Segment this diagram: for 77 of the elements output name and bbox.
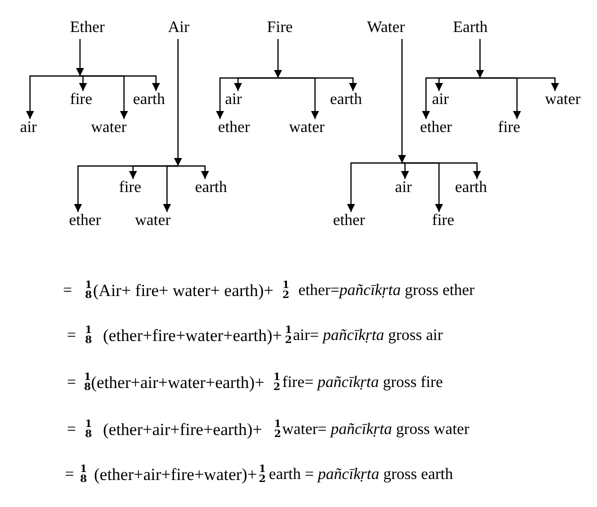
fraction-numerator: 1 — [85, 281, 92, 291]
equation-text: water= pañcīkṛta gross water — [282, 421, 470, 439]
branch-arrow — [163, 165, 178, 212]
fraction-denominator: 8 — [84, 383, 91, 393]
fraction-denominator: 2 — [258, 475, 266, 485]
branch-arrow — [79, 75, 87, 91]
root-element-label: Earth — [453, 19, 488, 37]
branch-arrow — [480, 77, 559, 91]
branch-element-label: fire — [70, 91, 92, 109]
fraction-denominator: 2 — [274, 430, 282, 440]
branch-arrow — [435, 77, 480, 91]
equation-text: fire= pañcīkṛta gross fire — [282, 374, 443, 392]
branch-arrow — [26, 75, 80, 119]
branch-element-label: earth — [330, 91, 362, 109]
branch-arrow — [401, 162, 409, 179]
branch-element-label: air — [20, 119, 37, 137]
fraction-denominator: 2 — [273, 383, 280, 393]
branch-arrow — [178, 165, 209, 179]
branch-element-label: ether — [69, 212, 101, 230]
trunk-arrow — [174, 39, 182, 166]
fraction-denominator: 8 — [85, 430, 92, 440]
branch-element-label: ether — [218, 119, 250, 137]
fraction-numerator: 1 — [84, 373, 91, 383]
trunk-arrow — [274, 39, 282, 78]
fraction-denominator: 2 — [284, 336, 292, 346]
equation-text: (ether+air+fire+earth)+ — [103, 421, 262, 439]
root-element-label: Air — [168, 19, 190, 37]
fraction-numerator: 1 — [85, 326, 92, 336]
branch-arrow — [234, 77, 278, 91]
branch-element-label: ether — [420, 119, 452, 137]
root-element-label: Ether — [70, 19, 105, 37]
fraction-numerator: 1 — [273, 373, 280, 383]
fraction-numerator: 1 — [284, 326, 292, 336]
branch-element-label: air — [395, 179, 412, 197]
branch-element-label: earth — [195, 179, 227, 197]
fraction-numerator: 1 — [282, 281, 290, 291]
branch-element-label: fire — [432, 212, 454, 230]
equation-text: (ether+air+fire+water)+ — [94, 466, 257, 484]
fraction-denominator: 8 — [85, 336, 92, 346]
branch-arrow — [278, 77, 357, 91]
equation-text: (ether+fire+water+earth)+ — [103, 327, 282, 345]
branch-element-label: water — [289, 119, 325, 137]
fraction-numerator: 1 — [80, 465, 87, 475]
equals-sign: = — [63, 282, 72, 300]
equation-text: ether=pañcīkṛta gross ether — [298, 282, 474, 300]
equation-text: (Air+ fire+ water+ earth)+ — [93, 282, 274, 300]
equation-text: (ether+air+water+earth)+ — [91, 374, 264, 392]
fraction-numerator: 1 — [258, 465, 266, 475]
trunk-arrow — [76, 39, 84, 76]
branch-arrow — [402, 162, 481, 179]
fraction-numerator: 1 — [85, 420, 92, 430]
equals-sign: = — [67, 421, 76, 439]
equation-text: air= pañcīkṛta gross air — [292, 327, 443, 345]
branch-element-label: water — [135, 212, 171, 230]
branch-arrow — [347, 162, 402, 212]
root-element-label: Fire — [267, 19, 293, 37]
equals-sign: = — [67, 374, 76, 392]
trunk-arrow — [476, 39, 484, 78]
branch-element-label: ether — [333, 212, 365, 230]
branch-element-label: water — [91, 119, 127, 137]
branch-element-label: air — [432, 91, 449, 109]
fraction-numerator: 1 — [274, 420, 282, 430]
root-element-label: Water — [367, 19, 405, 37]
branch-element-label: fire — [498, 119, 520, 137]
fraction-denominator: 8 — [80, 475, 87, 485]
branch-element-label: air — [225, 91, 242, 109]
branch-arrow — [80, 75, 160, 91]
branch-element-label: earth — [133, 91, 165, 109]
fraction-denominator: 8 — [85, 291, 92, 301]
branch-element-label: fire — [119, 179, 142, 197]
trunk-arrow — [398, 39, 406, 163]
fraction-denominator: 2 — [282, 291, 290, 301]
branch-element-label: water — [545, 91, 581, 109]
branch-element-label: earth — [455, 179, 487, 197]
equation-text: earth = pañcīkṛta gross earth — [268, 466, 453, 484]
equals-sign: = — [65, 466, 74, 484]
equals-sign: = — [67, 327, 76, 345]
